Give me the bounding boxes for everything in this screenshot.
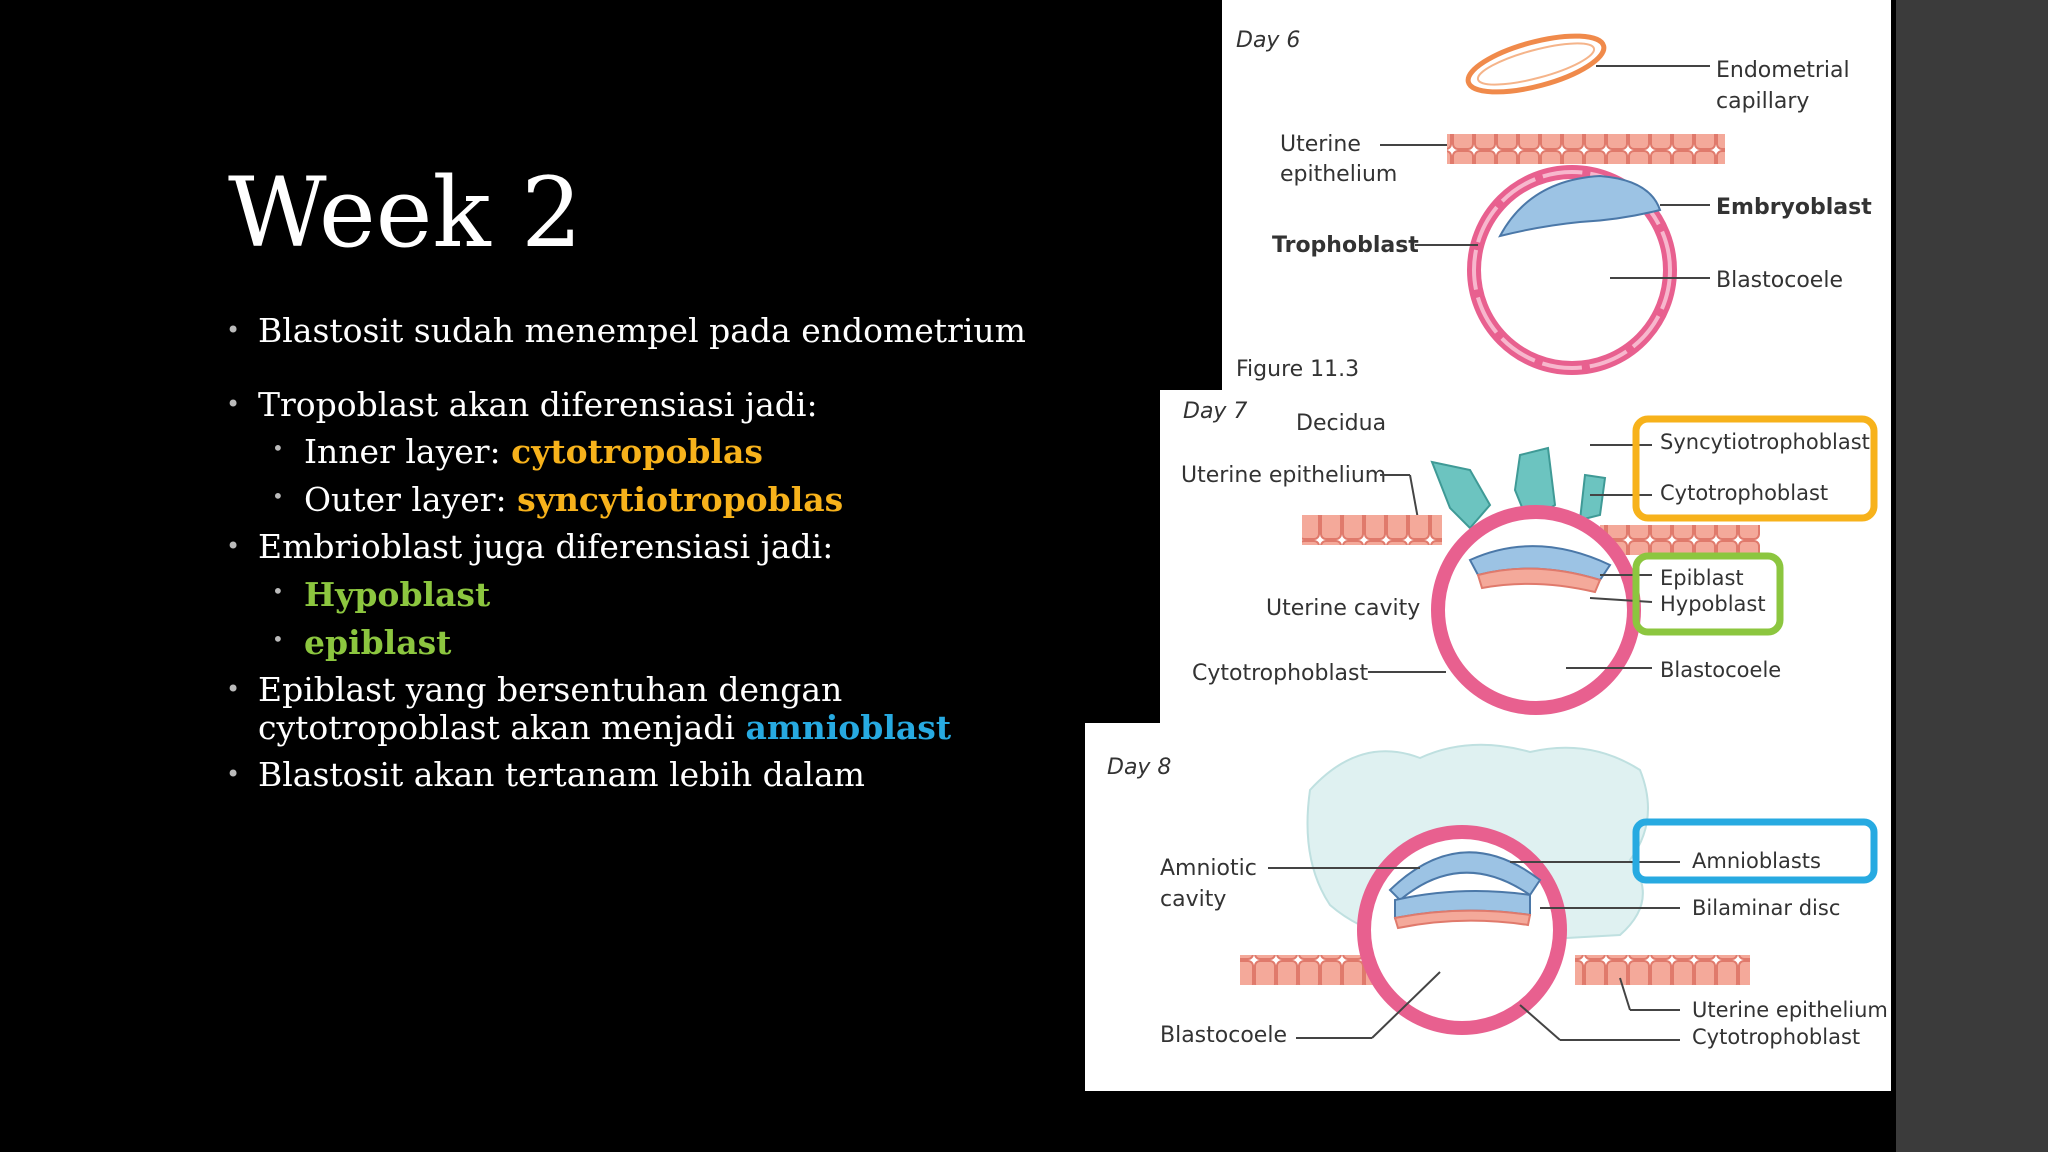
day7-hypoblast bbox=[1476, 567, 1602, 594]
bullet-2b-highlight: syncytiotropoblas bbox=[517, 479, 844, 519]
label-epiblast: Epiblast bbox=[1660, 566, 1744, 590]
label-trophoblast: Trophoblast bbox=[1272, 233, 1419, 258]
bullet-2: Tropoblast akan diferensiasi jadi: bbox=[224, 384, 1084, 424]
bullet-5-text: Blastosit akan tertanam lebih dalam bbox=[258, 755, 865, 795]
label-embryoblast: Embryoblast bbox=[1716, 195, 1872, 220]
label-cytotrophoblast-left: Cytotrophoblast bbox=[1192, 661, 1369, 686]
label-hypoblast: Hypoblast bbox=[1660, 592, 1766, 616]
slide-title: Week 2 bbox=[228, 157, 583, 269]
day8-amnion bbox=[1388, 851, 1542, 902]
label-amniotic-1: Amniotic bbox=[1160, 856, 1257, 881]
bullet-5: Blastosit akan tertanam lebih dalam bbox=[224, 756, 1084, 794]
bullet-3b-highlight: epiblast bbox=[304, 622, 452, 662]
bullet-3b: epiblast bbox=[270, 622, 1084, 662]
highlight-box-yellow bbox=[1632, 415, 1878, 522]
label-amnioblasts: Amnioblasts bbox=[1692, 849, 1821, 873]
label-decidua: Decidua bbox=[1296, 411, 1386, 436]
bullet-4: Epiblast yang bersentuhan dengan cytotro… bbox=[224, 671, 1084, 746]
day8-epithelium-right bbox=[1575, 955, 1750, 985]
day6-embryoblast bbox=[1498, 174, 1662, 238]
bullet-3-text: Embrioblast juga diferensiasi jadi: bbox=[258, 527, 834, 567]
embryology-diagram: Day 6 Endometrial capillary Uterine epit… bbox=[1107, 28, 1888, 1049]
bullet-list: Blastosit sudah menempel pada endometriu… bbox=[224, 312, 1084, 804]
label-uterine-epithelium-d8: Uterine epithelium bbox=[1692, 998, 1888, 1022]
day6-label: Day 6 bbox=[1236, 28, 1300, 53]
bullet-2a: Inner layer: cytotropoblas bbox=[270, 433, 1084, 471]
label-endometrial-1: Endometrial bbox=[1716, 58, 1850, 83]
bullet-2a-highlight: cytotropoblas bbox=[511, 432, 763, 472]
day7-epithelium-right bbox=[1600, 525, 1760, 555]
bullet-4-prefix: Epiblast yang bersentuhan dengan cytotro… bbox=[258, 670, 843, 747]
label-uterine-2: epithelium bbox=[1280, 162, 1397, 187]
bullet-2a-prefix: Inner layer: bbox=[304, 432, 512, 472]
label-blastocoele-d8: Blastocoele bbox=[1160, 1023, 1287, 1048]
day7-epithelium-left bbox=[1302, 515, 1442, 545]
side-strip bbox=[1896, 0, 2048, 1152]
label-syncytiotrophoblast: Syncytiotrophoblast bbox=[1660, 430, 1870, 454]
label-amniotic-2: cavity bbox=[1160, 887, 1226, 912]
endometrial-capillary-shape bbox=[1465, 33, 1607, 95]
label-uterine-1: Uterine bbox=[1280, 132, 1361, 157]
label-endometrial-2: capillary bbox=[1716, 89, 1809, 114]
bullet-3a: Hypoblast bbox=[270, 576, 1084, 614]
day8-label: Day 8 bbox=[1107, 755, 1171, 780]
bullet-2b-prefix: Outer layer: bbox=[304, 479, 518, 519]
bullet-1: Blastosit sudah menempel pada endometriu… bbox=[224, 312, 1084, 350]
slide: Week 2 Blastosit sudah menempel pada end… bbox=[0, 0, 1896, 1152]
highlight-box-green bbox=[1632, 552, 1784, 636]
day7-blastocyst bbox=[1431, 505, 1641, 715]
label-blastocoele-d6: Blastocoele bbox=[1716, 268, 1843, 293]
bullet-3: Embrioblast juga diferensiasi jadi: bbox=[224, 528, 1084, 566]
bullet-4-highlight: amnioblast bbox=[745, 707, 952, 747]
day7-label: Day 7 bbox=[1183, 399, 1247, 424]
label-cytotrophoblast-d7: Cytotrophoblast bbox=[1660, 481, 1828, 505]
day6-uterine-epithelium bbox=[1447, 134, 1725, 164]
bullet-2b: Outer layer: syncytiotropoblas bbox=[270, 481, 1084, 519]
label-cytotrophoblast-d8: Cytotrophoblast bbox=[1692, 1025, 1860, 1049]
figure-caption: Figure 11.3 bbox=[1236, 357, 1359, 382]
bullet-2-text: Tropoblast akan diferensiasi jadi: bbox=[258, 384, 818, 424]
label-blastocoele-d7: Blastocoele bbox=[1660, 658, 1781, 682]
bullet-1-text: Blastosit sudah menempel pada endometriu… bbox=[258, 311, 1026, 350]
label-uterine-epithelium-d7: Uterine epithelium bbox=[1181, 463, 1386, 488]
bullet-3a-highlight: Hypoblast bbox=[304, 575, 491, 615]
label-bilaminar-disc: Bilaminar disc bbox=[1692, 896, 1840, 920]
label-uterine-cavity: Uterine cavity bbox=[1266, 596, 1420, 621]
highlight-box-blue bbox=[1632, 818, 1878, 884]
